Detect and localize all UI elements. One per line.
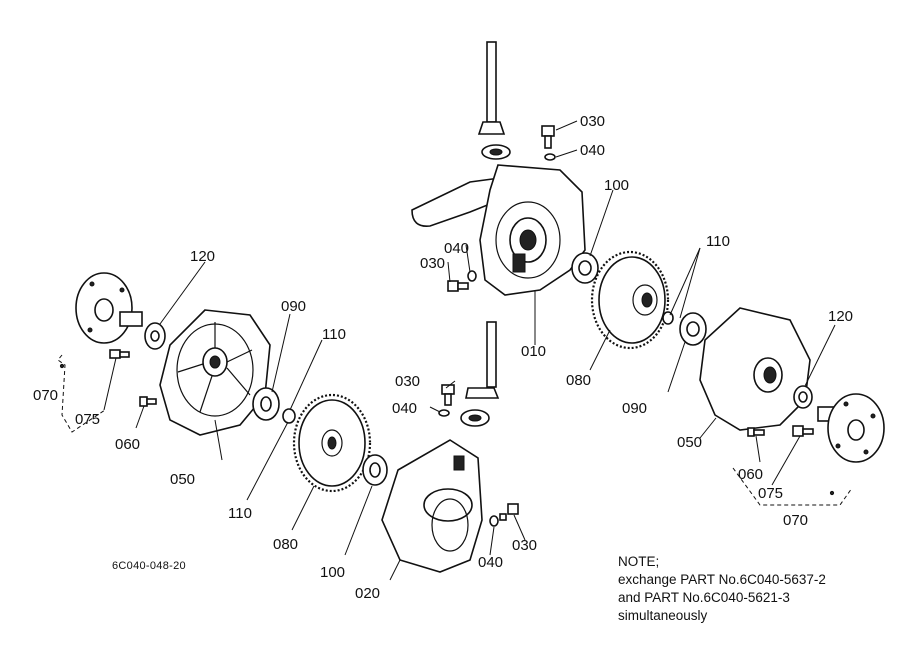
label-030: 030 [512,537,537,554]
upper-housing-010 [411,164,586,296]
label-060: 060 [738,466,763,483]
note-line: simultaneously [618,608,708,623]
note-line: and PART No.6C040-5621-3 [618,590,790,605]
label-090: 090 [281,298,306,315]
label-110: 110 [706,233,730,250]
note-line: exchange PART No.6C040-5637-2 [618,572,826,587]
label-030: 030 [395,373,420,390]
circlip-110-right [662,311,674,325]
bolt-030-lower-top [441,384,455,406]
gear-080-lower [292,393,372,493]
label-010: 010 [521,343,546,360]
label-100: 100 [320,564,345,581]
drawing-code: 6C040-048-20 [112,560,186,572]
label-030: 030 [580,113,605,130]
label-090: 090 [622,400,647,417]
label-050: 050 [677,434,702,451]
upper-shaft [477,41,511,160]
bearing-090-left [252,387,280,421]
cover-050-left [159,309,271,436]
oil-seal-120-left [144,322,166,350]
circlip-110-left [282,408,296,424]
label-060: 060 [115,436,140,453]
label-110: 110 [322,326,346,343]
lower-housing-020 [381,439,483,573]
label-040: 040 [392,400,417,417]
label-020: 020 [355,585,380,602]
label-070: 070 [33,387,58,404]
lower-shaft [460,321,500,427]
label-075: 075 [75,411,100,428]
leader-lines [57,120,853,581]
bolt-030-left [447,280,469,292]
axle-flange-070-right [817,393,885,463]
label-080: 080 [273,536,298,553]
cover-050-right [699,307,811,431]
note-heading: NOTE; [618,554,660,569]
washer-040-left [467,270,477,282]
exchange-note: NOTE; exchange PART No.6C040-5637-2 and … [618,553,826,625]
label-100: 100 [604,177,629,194]
label-075: 075 [758,485,783,502]
washer-040-lower-right [489,515,499,527]
gear-080-right [590,250,670,350]
label-120: 120 [190,248,215,265]
label-110: 110 [228,505,252,522]
label-030: 030 [420,255,445,272]
bearing-100-lower [362,454,388,486]
washer-040-lower-top [438,409,450,417]
washer-040-upper [544,153,556,161]
oil-seal-120-right [793,385,813,409]
label-040: 040 [478,554,503,571]
label-120: 120 [828,308,853,325]
bolt-060-right [747,427,765,437]
label-040: 040 [580,142,605,159]
label-040: 040 [444,240,469,257]
bolt-075-left [109,349,130,359]
label-070: 070 [783,512,808,529]
bolt-030-upper [541,125,555,149]
bolt-030-lower-right [499,503,519,521]
bearing-090-right [679,312,707,346]
bolt-060-left [139,396,157,407]
part-labels: 030 040 100 040 030 010 110 080 090 120 … [33,113,853,602]
axle-flange-070-left [75,272,143,344]
label-080: 080 [566,372,591,389]
label-050: 050 [170,471,195,488]
bolt-075-right [792,425,814,437]
bearing-100-upper [571,252,599,284]
